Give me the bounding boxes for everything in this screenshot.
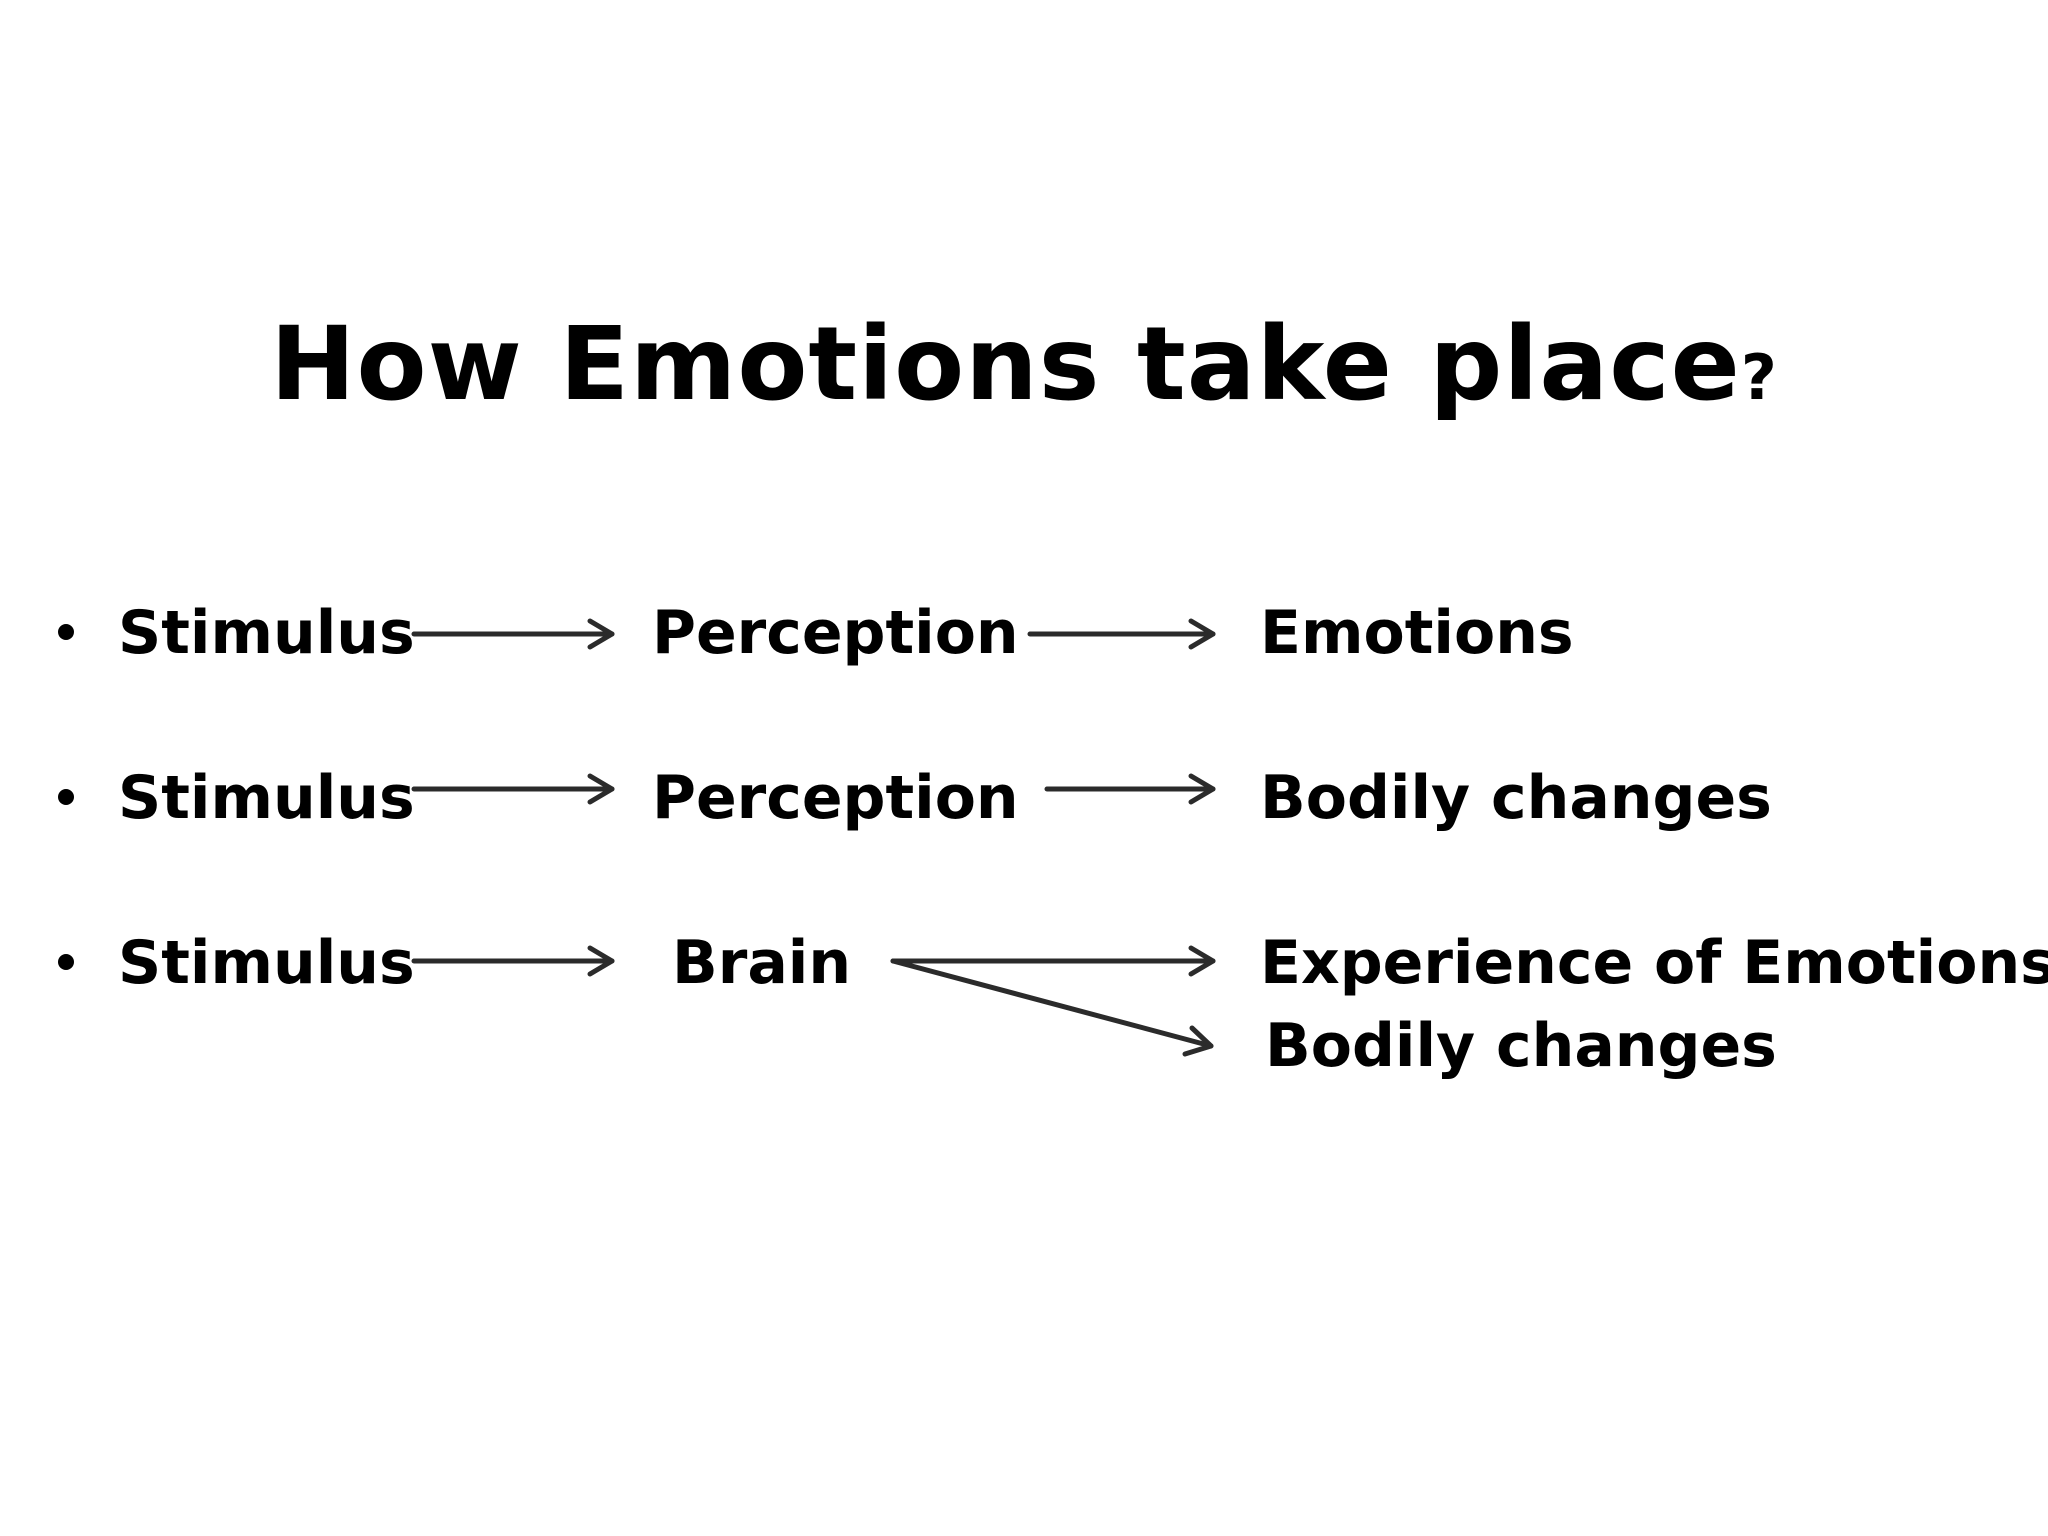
- bullet-icon: [58, 789, 74, 805]
- row2-perception: Perception: [652, 763, 1019, 833]
- row2-stimulus: Stimulus: [118, 763, 415, 833]
- right-arrow-icon: [411, 618, 615, 650]
- row1-emotions: Emotions: [1260, 598, 1574, 668]
- row1-stimulus: Stimulus: [118, 598, 415, 668]
- right-arrow-icon: [890, 945, 1216, 977]
- bullet-icon: [58, 954, 74, 970]
- title-question-mark: ?: [1740, 341, 1778, 414]
- right-arrow-icon: [411, 945, 615, 977]
- right-arrow-icon: [411, 773, 615, 805]
- row3-bodily-changes: Bodily changes: [1265, 1011, 1777, 1081]
- row2-bodily-changes: Bodily changes: [1260, 763, 1772, 833]
- row1-perception: Perception: [652, 598, 1019, 668]
- slide-title: How Emotions take place?: [0, 300, 2048, 443]
- title-text: How Emotions take place: [270, 305, 1741, 424]
- right-arrow-icon: [1027, 618, 1216, 650]
- right-arrow-icon: [1044, 773, 1216, 805]
- bullet-icon: [58, 624, 74, 640]
- diagonal-arrow-icon: [890, 958, 1214, 1057]
- row3-brain: Brain: [672, 928, 852, 998]
- row3-experience-of-emotions: Experience of Emotions: [1260, 928, 2048, 998]
- row3-stimulus: Stimulus: [118, 928, 415, 998]
